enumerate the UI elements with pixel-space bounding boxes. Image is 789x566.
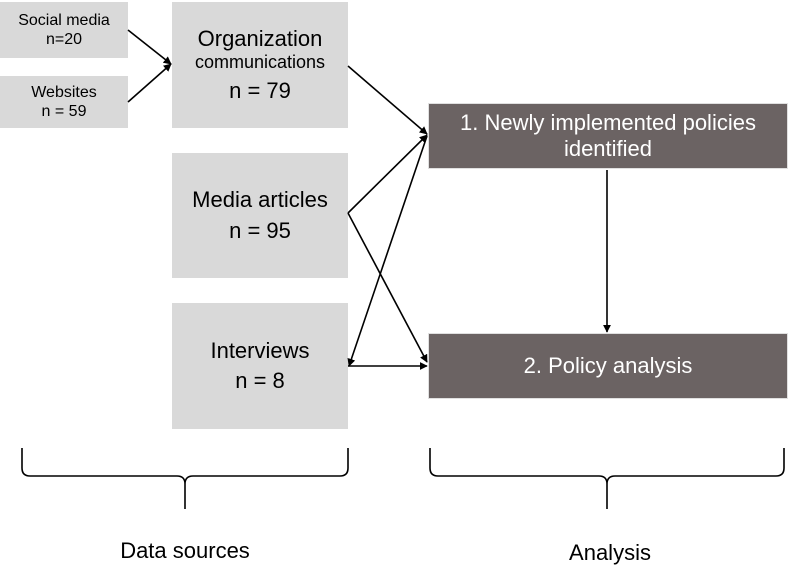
brace-data-sources <box>21 448 349 509</box>
communications-label: communications <box>194 52 326 73</box>
arrow-step1-to-interviews <box>347 135 428 367</box>
social-media-label: Social media <box>18 11 110 29</box>
arrow-organization-to-step1 <box>347 65 428 135</box>
policy-analysis-box: 2. Policy analysis <box>428 333 788 399</box>
step1-label-line2: identified <box>563 136 653 161</box>
organization-label: Organization <box>197 25 323 51</box>
media-articles-box: Media articles n = 95 <box>172 153 348 278</box>
step1-label-line1: 1. Newly implemented policies <box>460 109 756 135</box>
organization-count: n = 79 <box>229 77 291 103</box>
social-media-box: Social media n=20 <box>0 2 128 58</box>
interviews-box: Interviews n = 8 <box>172 303 348 429</box>
interviews-count: n = 8 <box>235 368 285 393</box>
arrow-media-to-step2 <box>347 212 428 363</box>
media-articles-label: Media articles <box>192 187 328 213</box>
newly-implemented-policies-box: 1. Newly implemented policies identified <box>428 103 788 169</box>
step2-label: 2. Policy analysis <box>523 352 693 378</box>
organization-communications-box: Organization communications n = 79 <box>172 2 348 128</box>
arrow-media-to-step1 <box>347 134 428 214</box>
interviews-label: Interviews <box>210 337 310 363</box>
arrow-social-to-organization <box>127 29 172 65</box>
data-sources-label: Data sources <box>120 538 250 563</box>
brace-analysis <box>429 448 785 509</box>
websites-count: n = 59 <box>41 103 87 120</box>
social-media-count: n=20 <box>45 31 83 48</box>
analysis-label: Analysis <box>569 540 651 565</box>
media-articles-count: n = 95 <box>229 217 291 243</box>
arrow-websites-to-organization <box>127 63 172 103</box>
websites-label: Websites <box>31 83 97 101</box>
websites-box: Websites n = 59 <box>0 76 128 128</box>
